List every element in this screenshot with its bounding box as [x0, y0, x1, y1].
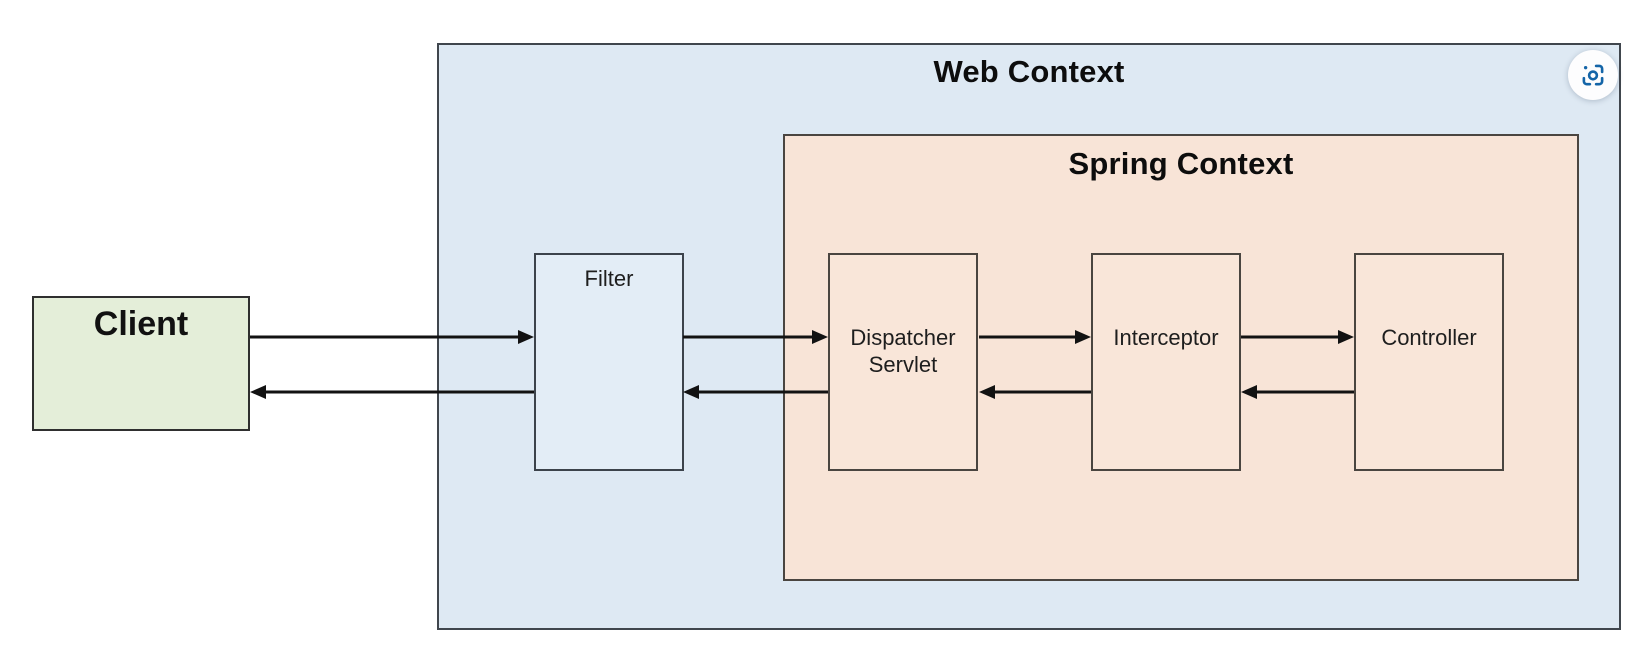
client-node: Client	[32, 296, 250, 431]
visual-search-button[interactable]	[1568, 50, 1618, 100]
spring-context-title: Spring Context	[1068, 146, 1294, 181]
controller-node-label: Controller	[1381, 325, 1477, 350]
controller-node: Controller	[1354, 253, 1504, 471]
filter-node-label: Filter	[584, 266, 634, 291]
interceptor-node-label: Interceptor	[1113, 325, 1219, 350]
dispatcher-servlet-node: Dispatcher Servlet	[828, 253, 978, 471]
web-context-title: Web Context	[933, 54, 1125, 89]
interceptor-node: Interceptor	[1091, 253, 1241, 471]
filter-node: Filter	[534, 253, 684, 471]
camera-scan-icon	[1582, 64, 1604, 86]
client-node-label: Client	[93, 305, 189, 343]
dispatcher-servlet-node-label: Dispatcher Servlet	[850, 325, 956, 377]
